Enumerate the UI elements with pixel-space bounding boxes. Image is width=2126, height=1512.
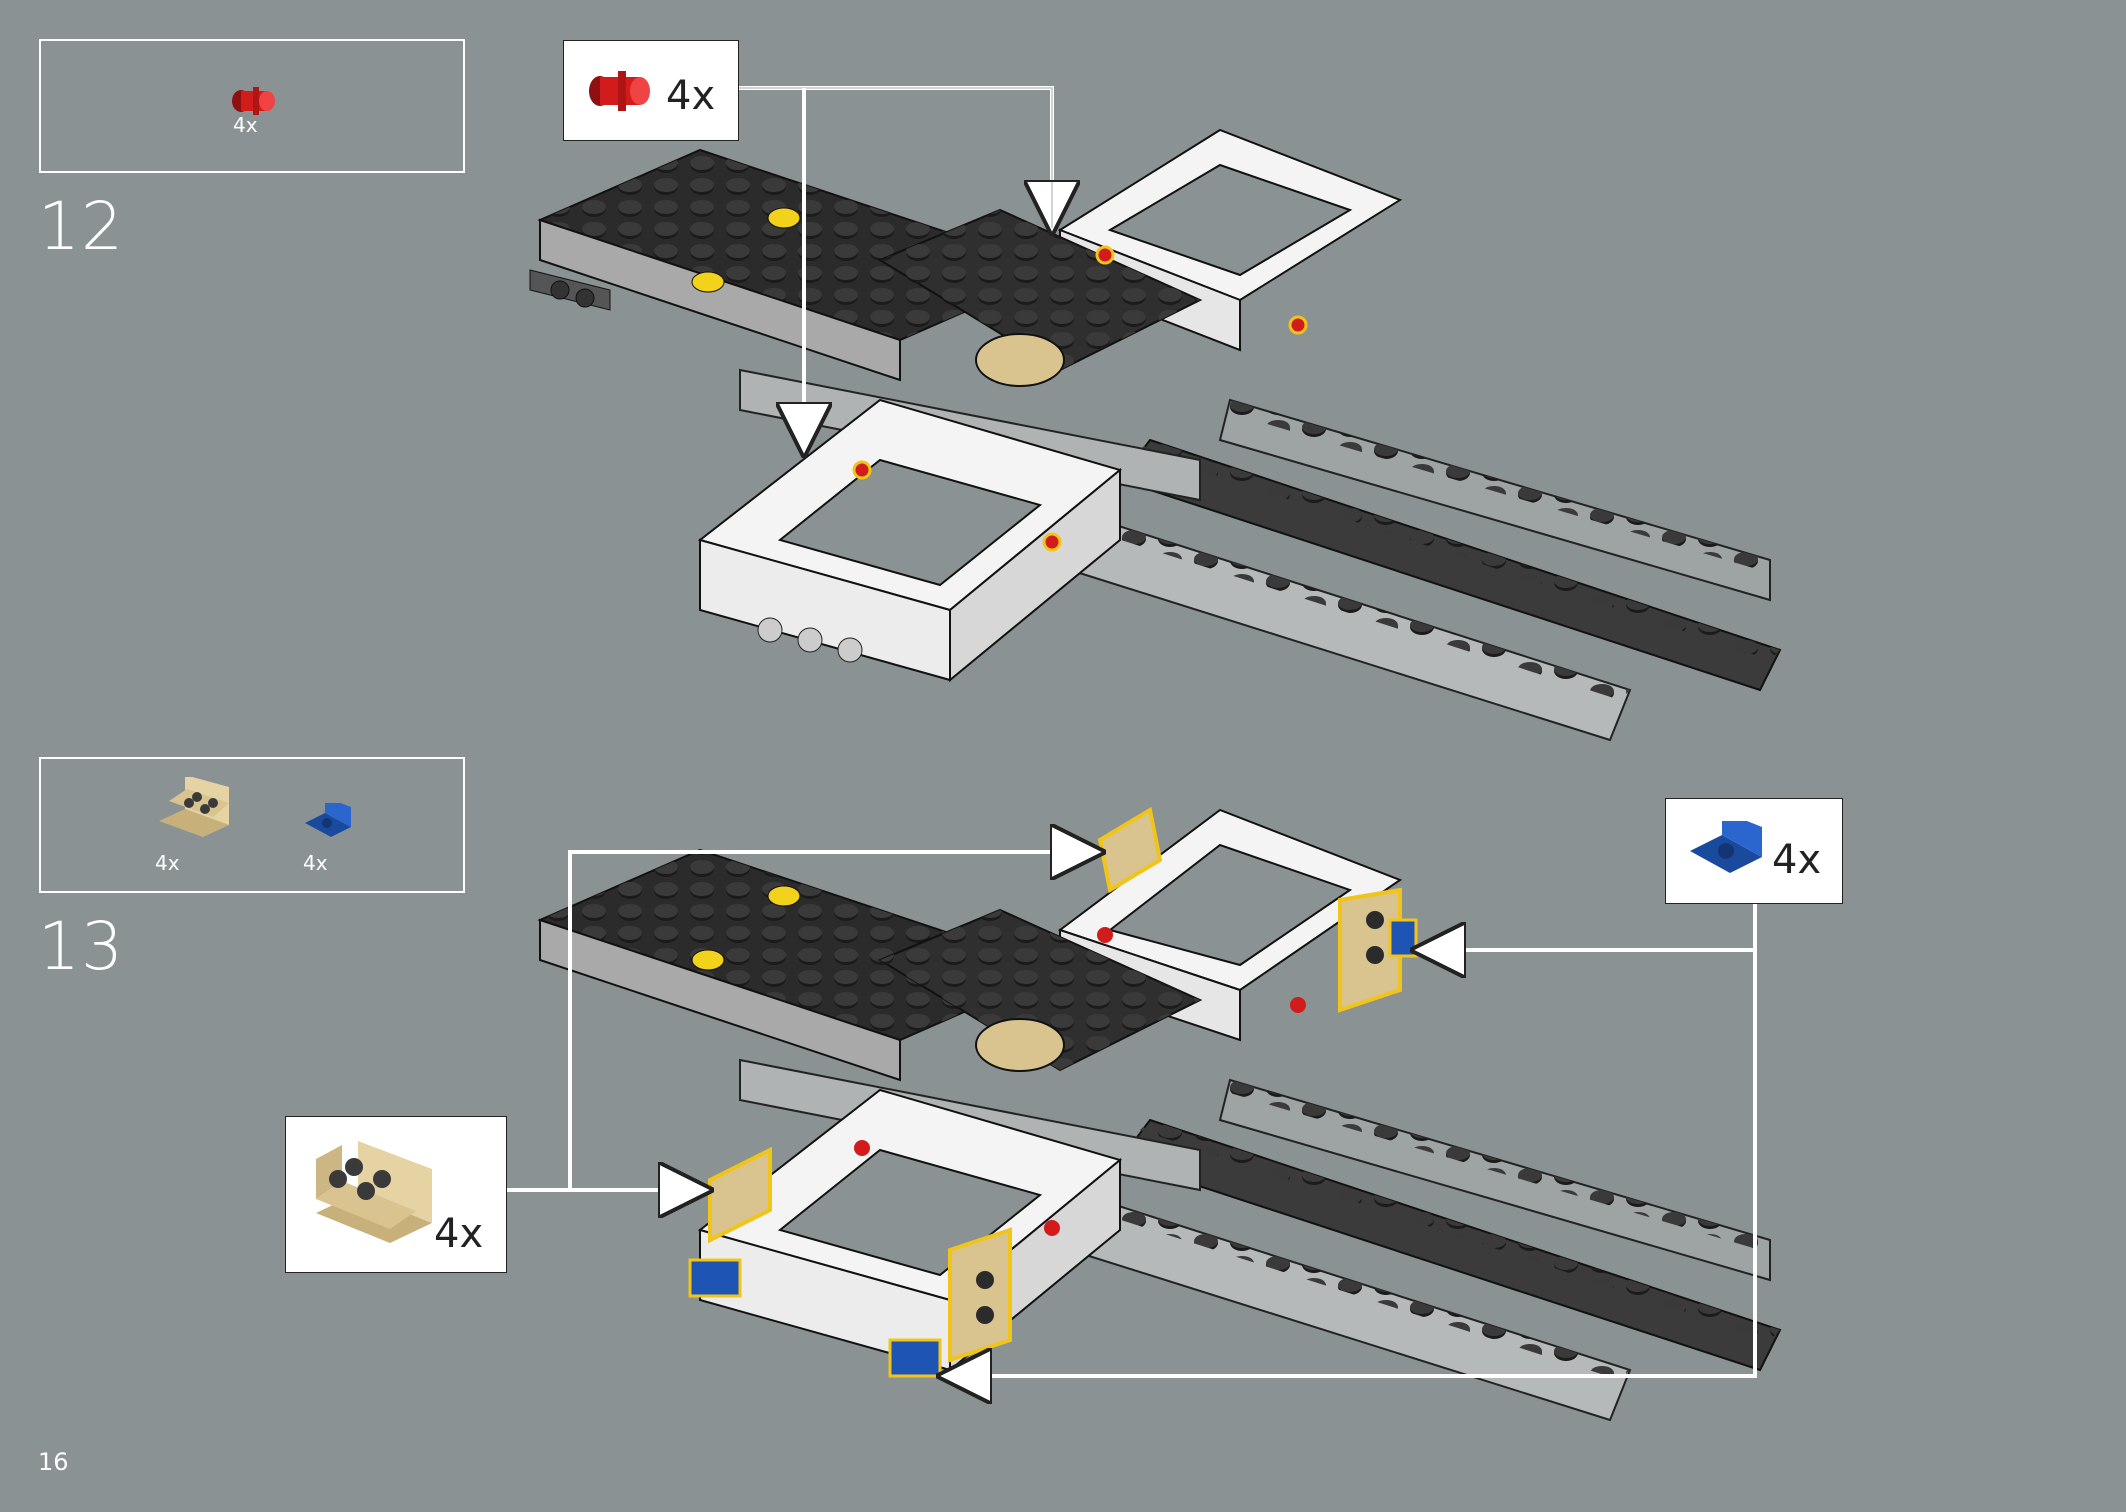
step-13-part-qty-tan: 4x <box>155 851 180 875</box>
red-connector-pin-icon <box>232 87 275 115</box>
blue-bracket-icon <box>1690 821 1762 873</box>
step-12-parts-box: 4x <box>39 39 465 173</box>
tan-bracket-icon <box>159 777 229 837</box>
step-12-callout-red-pin: 4x <box>563 40 739 141</box>
step-13-callout-blue-qty: 4x <box>1772 837 1822 883</box>
blue-bracket-marker <box>1388 918 1418 958</box>
tan-bracket-icon <box>316 1141 432 1243</box>
step-13-callout-blue-bracket: 4x <box>1665 798 1843 904</box>
tan-round-plate <box>975 1018 1065 1072</box>
red-pin-marker <box>1288 315 1308 335</box>
blue-bracket-icon <box>305 803 351 837</box>
blue-bracket-marker <box>888 1338 942 1378</box>
step-12-number: 12 <box>38 188 124 265</box>
step-12-part-qty: 4x <box>233 113 258 137</box>
step-13-part-qty-blue: 4x <box>303 851 328 875</box>
tan-bracket-marker <box>948 1227 1012 1363</box>
red-pin-marker <box>852 460 872 480</box>
step-13-callout-tan-bracket: 4x <box>285 1116 507 1273</box>
step-12-model <box>529 86 1782 742</box>
step-13-parts-box: 4x 4x <box>39 757 465 893</box>
step-13-arrow-blue-bottom <box>944 950 1757 1376</box>
tan-bracket-marker <box>1097 806 1163 894</box>
tan-round-plate <box>975 333 1065 387</box>
tan-bracket-marker <box>708 1146 772 1244</box>
step-12-arrow <box>739 86 1052 228</box>
step-13-callout-tan-qty: 4x <box>434 1211 484 1257</box>
blue-bracket-marker <box>688 1258 742 1298</box>
step-13-arrow-blue-right <box>1418 904 1757 950</box>
red-connector-pin-icon <box>589 71 650 111</box>
step-12-callout-qty: 4x <box>666 73 716 119</box>
step-13-model <box>507 806 1782 1422</box>
red-pin-marker <box>1042 532 1062 552</box>
red-pin-marker <box>1095 245 1115 265</box>
step-13-number: 13 <box>38 908 124 985</box>
page-number: 16 <box>38 1448 69 1476</box>
